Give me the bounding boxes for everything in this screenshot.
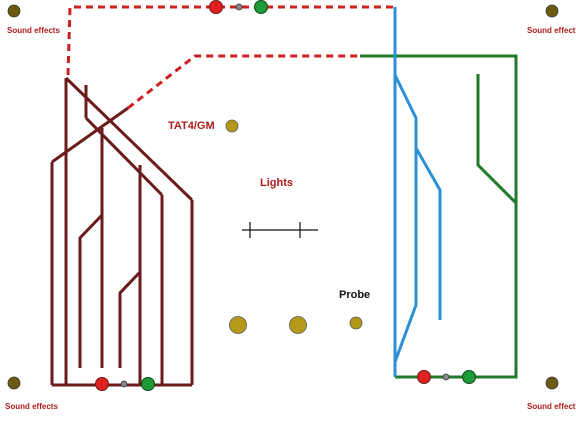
signal-bottom-left[interactable]	[95, 377, 155, 391]
signal-bottom-left-red-light	[95, 377, 109, 391]
green-outer-loop	[360, 54, 518, 379]
sound-effects-button-top-left[interactable]	[7, 4, 21, 18]
signal-bottom-left-green-light	[141, 377, 155, 391]
signal-bottom-right[interactable]	[417, 370, 476, 384]
corner-sound-buttons	[7, 4, 559, 390]
signal-top-red-light	[209, 0, 223, 14]
signal-bottom-right-middle-dot	[442, 373, 450, 381]
sound-effects-label-top-left: Sound effects	[7, 26, 60, 35]
signal-bottom-left-middle-dot	[120, 380, 128, 388]
siding-b	[118, 270, 142, 368]
right-blue-lines	[393, 7, 442, 377]
signal-bottom-right-red-light	[417, 370, 431, 384]
signal-top-green-light	[254, 0, 268, 14]
control-button-large-2[interactable]	[289, 316, 307, 334]
sound-effects-button-bottom-right[interactable]	[545, 376, 559, 390]
upper-dashed-track	[66, 5, 395, 76]
control-button-large-1[interactable]	[229, 316, 247, 334]
lower-dashed-track	[127, 54, 360, 110]
probe-button[interactable]	[349, 316, 363, 330]
siding-a	[78, 213, 104, 368]
left-maroon-yard	[50, 76, 194, 387]
signal-bottom-right-green-light	[462, 370, 476, 384]
probe-label: Probe	[339, 289, 371, 301]
sound-effects-label-top-right: Sound effects	[527, 26, 576, 35]
inner-diagonal	[84, 116, 164, 197]
blocking-markers	[242, 222, 318, 238]
blue-siding	[414, 147, 442, 320]
dashed-connection-tracks	[66, 5, 395, 110]
lights-label: Lights	[260, 177, 293, 189]
main-diagonal-to-dashed	[51, 106, 129, 164]
tat4gm-label: TAT4/GM	[168, 120, 215, 132]
right-green-loop	[360, 54, 518, 379]
sound-effects-label-bottom-left: Sound effects	[5, 402, 58, 411]
sound-effects-button-bottom-left[interactable]	[7, 376, 21, 390]
sound-effects-label-bottom-right: Sound effects	[527, 402, 576, 411]
sound-effects-button-top-right[interactable]	[545, 4, 559, 18]
blue-diagonal-track	[393, 74, 418, 363]
signal-top-middle-dot	[235, 3, 243, 11]
signal-top[interactable]	[209, 0, 268, 14]
tat4gm-button[interactable]	[225, 119, 239, 133]
green-inner-track	[476, 74, 518, 205]
